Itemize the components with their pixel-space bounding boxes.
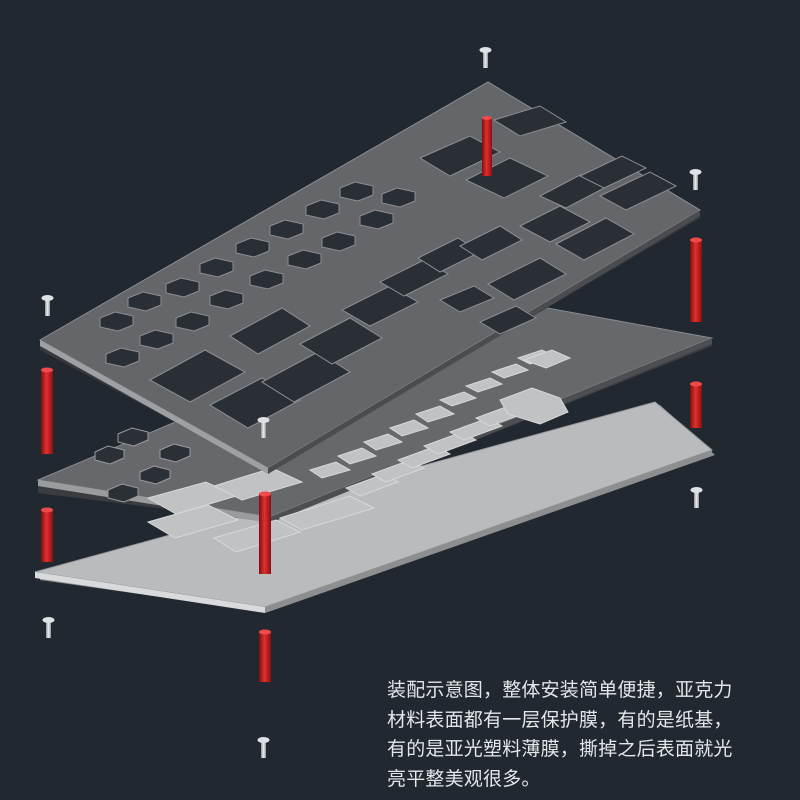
screw-top-front bbox=[257, 417, 270, 438]
screw-top-right bbox=[689, 169, 702, 190]
top-plate-hex-holes bbox=[99, 181, 416, 368]
screw-bottom-left bbox=[42, 617, 55, 638]
caption-line: 亮平整美观很多。 bbox=[387, 767, 541, 790]
standoff-front-upper bbox=[259, 491, 271, 574]
screw-top-rear bbox=[479, 47, 492, 68]
middle-plate-cutouts bbox=[146, 349, 572, 553]
caption-line: 材料表面都有一层保护膜，有的是纸基， bbox=[387, 708, 733, 731]
standoff-left-lower bbox=[41, 507, 53, 562]
top-plate bbox=[38, 81, 701, 474]
screw-bottom-right bbox=[690, 487, 703, 508]
caption-line: 装配示意图，整体安装简单便捷，亚克力 bbox=[387, 679, 733, 701]
screw-top-left bbox=[41, 295, 54, 316]
caption-line: 有的是亚光塑料薄膜，撕掉之后表面就光 bbox=[387, 738, 733, 760]
screw-bottom-front bbox=[257, 737, 270, 758]
middle-plate-hex-holes bbox=[94, 427, 191, 503]
standoff-rear-right-lower bbox=[690, 381, 702, 428]
standoff-rear-right bbox=[690, 237, 702, 322]
standoff-left-upper bbox=[41, 367, 53, 454]
top-plate-slot-holes bbox=[148, 105, 678, 429]
standoff-rear-left bbox=[482, 116, 492, 176]
bottom-plate bbox=[34, 401, 715, 613]
assembly-caption: 装配示意图，整体安装简单便捷，亚克力 材料表面都有一层保护膜，有的是纸基， 有的… bbox=[387, 676, 797, 794]
standoff-front-lower bbox=[259, 629, 271, 682]
